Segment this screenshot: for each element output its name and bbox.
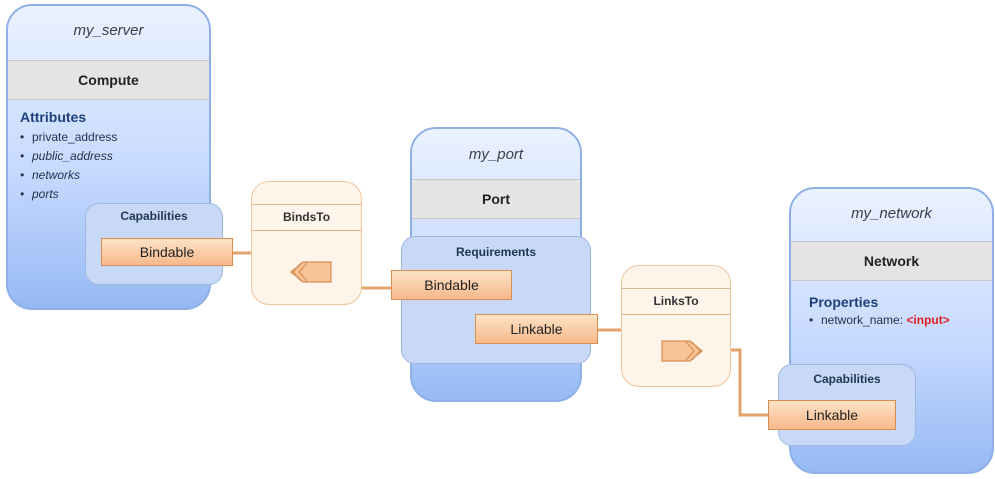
network-linkable-capability[interactable]: Linkable <box>768 400 896 430</box>
network-node-name: my_network <box>851 205 932 222</box>
linksto-top-divider <box>622 288 730 289</box>
port-requirements-box: Requirements <box>401 236 591 364</box>
bindsto-top-divider <box>252 204 361 205</box>
server-node-name: my_server <box>73 22 144 39</box>
attribute-item: •networks <box>20 168 81 182</box>
server-attributes-list: •private_address •public_address •networ… <box>20 128 117 204</box>
port-type-band: Port <box>412 179 580 219</box>
bindsto-label: BindsTo <box>282 210 331 224</box>
linksto-label: LinksTo <box>653 294 699 308</box>
port-node-name: my_port <box>468 146 524 163</box>
server-type-band: Compute <box>8 60 209 100</box>
attribute-item: •ports <box>20 187 59 201</box>
attribute-item: •private_address <box>20 130 118 144</box>
server-bindable-capability[interactable]: Bindable <box>101 238 233 266</box>
bindsto-relationship[interactable]: BindsTo <box>251 181 362 305</box>
linksto-arrow-icon <box>661 340 703 362</box>
property-input-value: <input> <box>906 313 950 327</box>
network-capabilities-title: Capabilities <box>813 372 881 386</box>
bindsto-arrow-icon <box>290 261 332 283</box>
server-attributes-title: Attributes <box>20 109 87 125</box>
linksto-bottom-divider <box>622 314 730 315</box>
network-properties-title: Properties <box>809 294 879 310</box>
property-item: •network_name: <input> <box>809 313 950 327</box>
attribute-item: •public_address <box>20 149 113 163</box>
port-bindable-requirement[interactable]: Bindable <box>391 270 512 300</box>
bindsto-bottom-divider <box>252 230 361 231</box>
property-name: network_name: <box>821 313 904 327</box>
network-type-band: Network <box>791 241 992 281</box>
port-linkable-requirement[interactable]: Linkable <box>475 314 598 344</box>
server-node[interactable]: my_server Compute Attributes •private_ad… <box>6 4 211 310</box>
linksto-relationship[interactable]: LinksTo <box>621 265 731 387</box>
port-requirements-title: Requirements <box>455 245 537 259</box>
network-properties-list: •network_name: <input> <box>809 313 950 327</box>
server-capabilities-title: Capabilities <box>120 209 188 223</box>
